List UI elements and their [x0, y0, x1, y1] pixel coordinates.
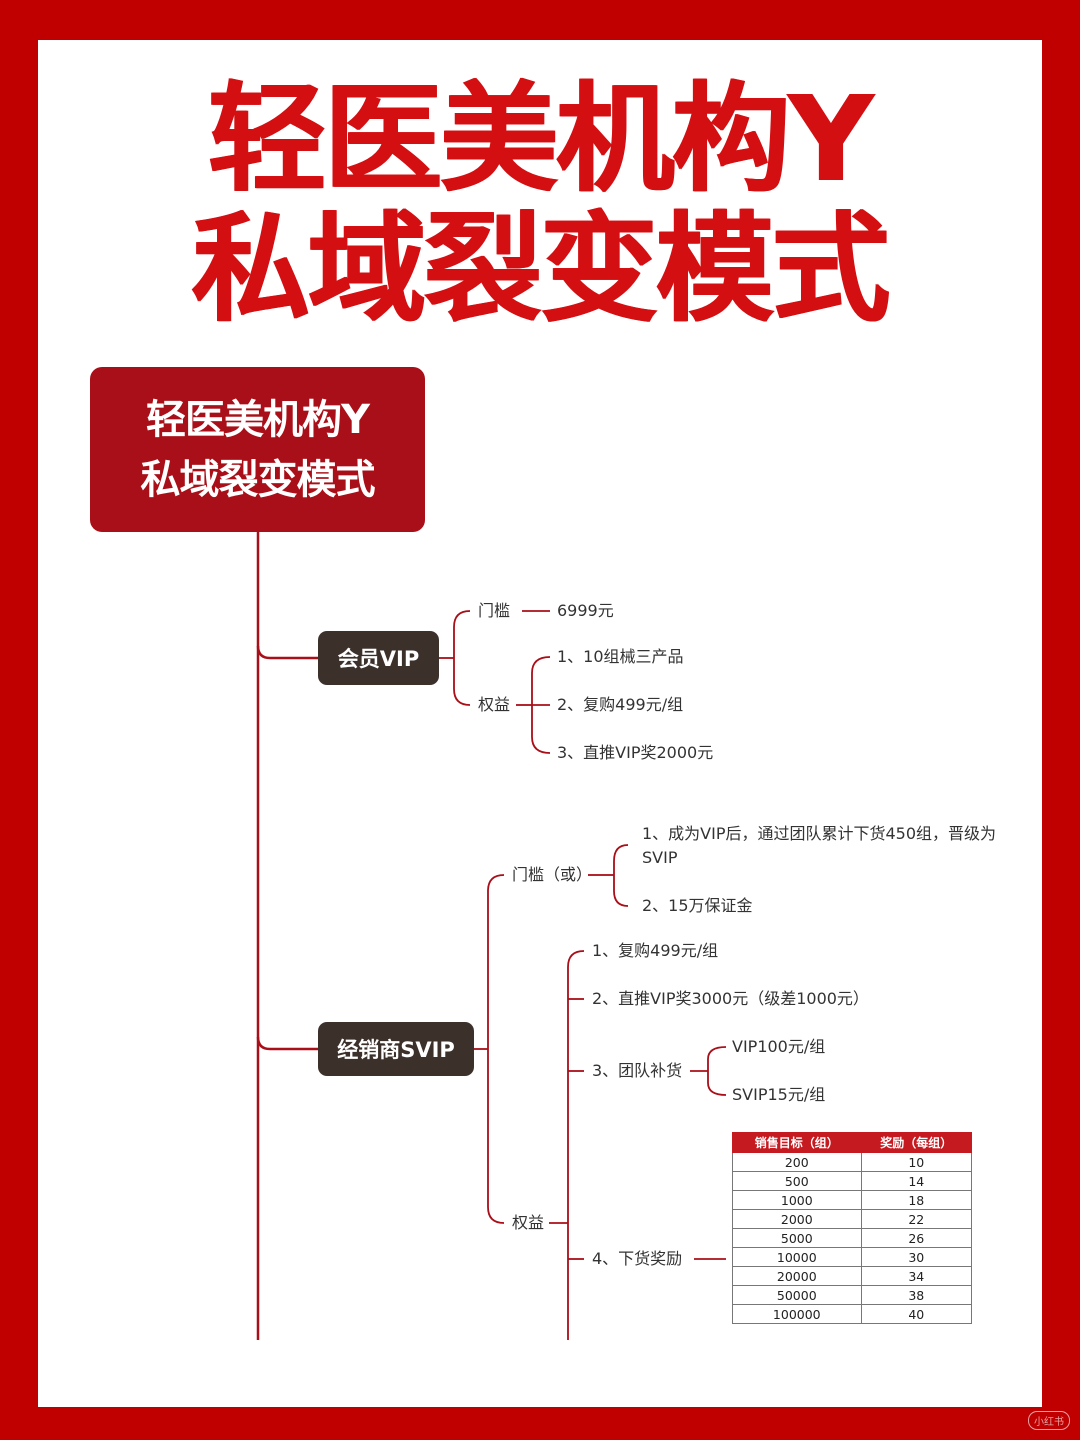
reward-cell: 22 [860, 1209, 973, 1229]
svip-node: 经销商SVIP [318, 1022, 474, 1076]
reward-cell: 14 [860, 1171, 973, 1191]
reward-cell: 34 [860, 1266, 973, 1286]
root-line1: 轻医美机构Y [146, 396, 370, 443]
vip-threshold-value: 6999元 [557, 601, 614, 620]
svip-restock-svip: SVIP15元/组 [732, 1085, 826, 1104]
target-cell: 20000 [732, 1266, 862, 1286]
reward-cell: 18 [860, 1190, 973, 1210]
target-cell: 500 [732, 1171, 862, 1191]
root-line2: 私域裂变模式 [140, 456, 376, 503]
target-cell: 10000 [732, 1247, 862, 1267]
reward-table-header: 销售目标（组） 奖励（每组） [732, 1132, 973, 1153]
vip-benefit-1: 1、10组械三产品 [557, 647, 684, 666]
page-title-line1: 轻医美机构Y [208, 70, 873, 208]
page-card: 轻医美机构Y 私域裂变模式 [38, 40, 1042, 1407]
mindmap-connectors [256, 532, 727, 1340]
vip-node: 会员VIP [318, 631, 439, 685]
reward-header-target: 销售目标（组） [732, 1132, 862, 1153]
target-cell: 2000 [732, 1209, 862, 1229]
svip-threshold-label: 门槛（或） [512, 865, 593, 884]
root-node: 轻医美机构Y 私域裂变模式 [90, 367, 425, 532]
svip-benefit-2: 2、直推VIP奖3000元（级差1000元） [592, 989, 869, 1008]
svip-restock-bracket [707, 1046, 727, 1096]
svip-threshold-1: 1、成为VIP后，通过团队累计下货450组，晋级为SVIP [642, 824, 997, 867]
svip-restock-vip: VIP100元/组 [732, 1037, 826, 1056]
svip-benefit-1: 1、复购499元/组 [592, 941, 719, 960]
page-title-line2: 私域裂变模式 [191, 200, 890, 338]
trunk-to-svip [256, 1036, 318, 1051]
vip-benefit-2: 2、复购499元/组 [557, 695, 684, 714]
reward-cell: 10 [860, 1152, 973, 1172]
svip-threshold-2: 2、15万保证金 [642, 896, 753, 915]
vip-bracket [453, 610, 471, 706]
svip-benefit-4: 4、下货奖励 [592, 1249, 683, 1268]
reward-cell: 26 [860, 1228, 973, 1248]
target-cell: 5000 [732, 1228, 862, 1248]
vip-benefits-label: 权益 [478, 695, 511, 714]
watermark-logo: 小红书 [1028, 1411, 1070, 1430]
target-cell: 50000 [732, 1285, 862, 1305]
reward-cell: 38 [860, 1285, 973, 1305]
reward-cell: 40 [860, 1304, 973, 1324]
target-cell: 100000 [732, 1304, 862, 1324]
trunk-to-vip [256, 645, 318, 660]
reward-cell: 30 [860, 1247, 973, 1267]
vip-threshold-label: 门槛 [478, 601, 511, 620]
target-cell: 200 [732, 1152, 862, 1172]
svip-benefit-3: 3、团队补货 [592, 1061, 683, 1080]
vip-benefit-3: 3、直推VIP奖2000元 [557, 743, 714, 762]
svip-benefits-label: 权益 [512, 1213, 545, 1232]
svip-bracket [487, 874, 505, 1224]
reward-header-reward: 奖励（每组） [860, 1132, 973, 1153]
target-cell: 1000 [732, 1190, 862, 1210]
svip-threshold-bracket [613, 844, 629, 907]
svip-benefits-bracket [567, 950, 585, 1340]
